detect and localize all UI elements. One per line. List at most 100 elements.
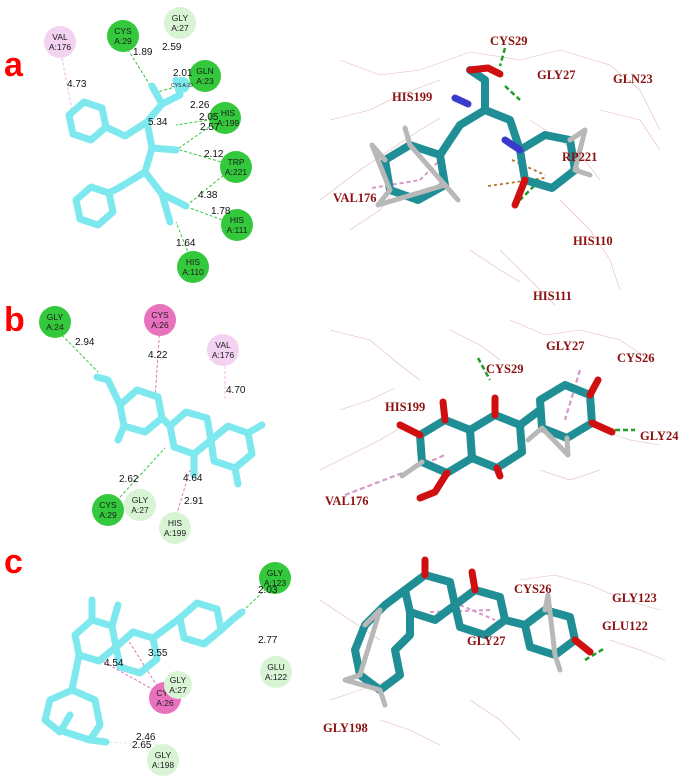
residue-glu-122: GLU A:122 — [260, 656, 292, 688]
svg-text:GLY: GLY — [47, 312, 64, 322]
panel-b-distances: 2.94 4.22 4.70 2.62 4.64 2.91 — [75, 337, 246, 507]
svg-text:CYS: CYS — [156, 688, 174, 698]
ligand-bond — [217, 608, 246, 634]
ligand-bond — [114, 422, 128, 444]
svg-text:HIS: HIS — [186, 257, 201, 267]
interaction-line — [109, 447, 166, 509]
svg-text:GLY: GLY — [172, 13, 189, 23]
residue-gly-27: GLY A:27 — [124, 489, 156, 521]
residue-cys-29-small: CYS A:29 — [171, 77, 193, 93]
panel-c-residues: GLY A:123 GLU A:122 CYS A:26 GLY A:27 — [147, 562, 292, 776]
svg-text:A:199: A:199 — [164, 528, 186, 538]
distance-label: 2.05 — [199, 112, 219, 123]
residue-3d-label: GLY24 — [640, 429, 679, 443]
svg-text:CYS: CYS — [99, 500, 117, 510]
distance-label: 2.62 — [119, 474, 139, 485]
panel-c-2d-diagram: GLY A:123 GLU A:122 CYS A:26 GLY A:27 — [41, 562, 292, 776]
panel-a-residues: VAL A:176 CYS A:29 GLY A:27 GLN A:23 — [44, 7, 253, 283]
residue-3d-label: VAL176 — [325, 494, 369, 508]
ligand-bond — [105, 168, 149, 197]
residue-3d-label: CYS26 — [617, 351, 655, 365]
interaction-line — [371, 179, 421, 189]
residue-val-176: VAL A:176 — [44, 26, 76, 58]
residue-3d-label: GLU122 — [602, 619, 648, 633]
panel-c-distances: 2.03 2.77 3.55 4.54 2.46 2.65 — [104, 585, 278, 751]
svg-text:A:198: A:198 — [152, 760, 174, 770]
svg-text:A:29: A:29 — [99, 510, 117, 520]
ligand-bond — [93, 373, 124, 409]
ligand-ring — [72, 183, 117, 229]
interaction-line — [175, 117, 223, 151]
distance-label: 2.59 — [162, 42, 182, 53]
distance-label: 5.34 — [148, 117, 168, 128]
interaction-line — [59, 47, 73, 111]
ligand-bond — [102, 82, 166, 140]
interaction-line — [563, 369, 582, 421]
ligand-sticks — [369, 64, 593, 209]
svg-text:A:123: A:123 — [264, 578, 286, 588]
residue-gly-198: GLY A:198 — [147, 744, 179, 776]
svg-text:A:27: A:27 — [169, 685, 187, 695]
ligand-bond — [231, 464, 242, 488]
interaction-line — [498, 47, 507, 67]
distance-label: 2.26 — [190, 100, 210, 111]
interaction-line — [584, 646, 606, 662]
svg-text:A:27: A:27 — [131, 505, 149, 515]
residue-his-111: HIS A:111 — [221, 209, 253, 241]
residue-3d-label: GLY198 — [323, 721, 368, 735]
svg-text:CYS: CYS — [114, 26, 132, 36]
panel-b-ligand — [93, 373, 266, 488]
panel-a-2d-diagram: VAL A:176 CYS A:29 GLY A:27 GLN A:23 — [44, 7, 253, 283]
ligand-sticks — [396, 376, 616, 502]
svg-text:A:26: A:26 — [156, 698, 174, 708]
residue-val-176: VAL A:176 — [207, 334, 239, 366]
residue-3d-label: GLY27 — [546, 339, 584, 353]
interaction-line — [174, 469, 191, 521]
residue-his-110: HIS A:110 — [177, 251, 209, 283]
interaction-line — [104, 741, 163, 746]
svg-text:GLY: GLY — [267, 568, 284, 578]
distance-label: 4.38 — [198, 190, 218, 201]
svg-text:HIS: HIS — [168, 518, 183, 528]
panel-a-ligand — [65, 76, 190, 229]
svg-text:A:111: A:111 — [227, 225, 248, 235]
svg-text:TRP: TRP — [228, 157, 245, 167]
ligand-ring — [166, 408, 215, 458]
distance-label: 1.89 — [133, 47, 153, 58]
svg-text:A:199: A:199 — [217, 118, 239, 128]
pi-contacts — [487, 159, 546, 187]
ligand-bond — [61, 686, 104, 744]
distance-label: 4.22 — [148, 350, 168, 361]
distance-label: 2.91 — [184, 496, 204, 507]
svg-text:GLY: GLY — [155, 750, 172, 760]
residue-3d-label: CYS29 — [486, 362, 524, 376]
interaction-line — [504, 85, 521, 101]
svg-text:CYS A:29: CYS A:29 — [171, 83, 193, 89]
distance-label: 3.55 — [148, 648, 168, 659]
svg-text:A:110: A:110 — [182, 267, 204, 277]
residue-his-199: HIS A:199 — [159, 512, 191, 544]
residue-gly-27: GLY A:27 — [164, 7, 196, 39]
distance-label: 4.54 — [104, 658, 124, 669]
residue-3d-label: RP221 — [562, 150, 597, 164]
hbond-contacts — [584, 646, 606, 662]
residue-3d-label: GLY123 — [612, 591, 657, 605]
svg-text:A:221: A:221 — [225, 167, 247, 177]
distance-label: 4.64 — [183, 473, 203, 484]
svg-text:VAL: VAL — [52, 32, 68, 42]
protein-wireframe — [319, 319, 661, 481]
residue-3d-label: CYS26 — [514, 582, 552, 596]
distance-label: 2.12 — [204, 149, 224, 160]
interaction-line — [344, 468, 411, 497]
panel-letter-a: a — [4, 46, 23, 84]
svg-text:GLY: GLY — [170, 675, 187, 685]
svg-text:A:176: A:176 — [49, 42, 71, 52]
distance-label: 2.01 — [173, 68, 193, 79]
distance-label: 1.64 — [176, 238, 196, 249]
residue-3d-label: HIS111 — [533, 289, 572, 303]
residue-gln-23: GLN A:23 — [189, 60, 221, 92]
ligand-bond — [149, 614, 184, 642]
ligand-bond — [244, 421, 266, 437]
